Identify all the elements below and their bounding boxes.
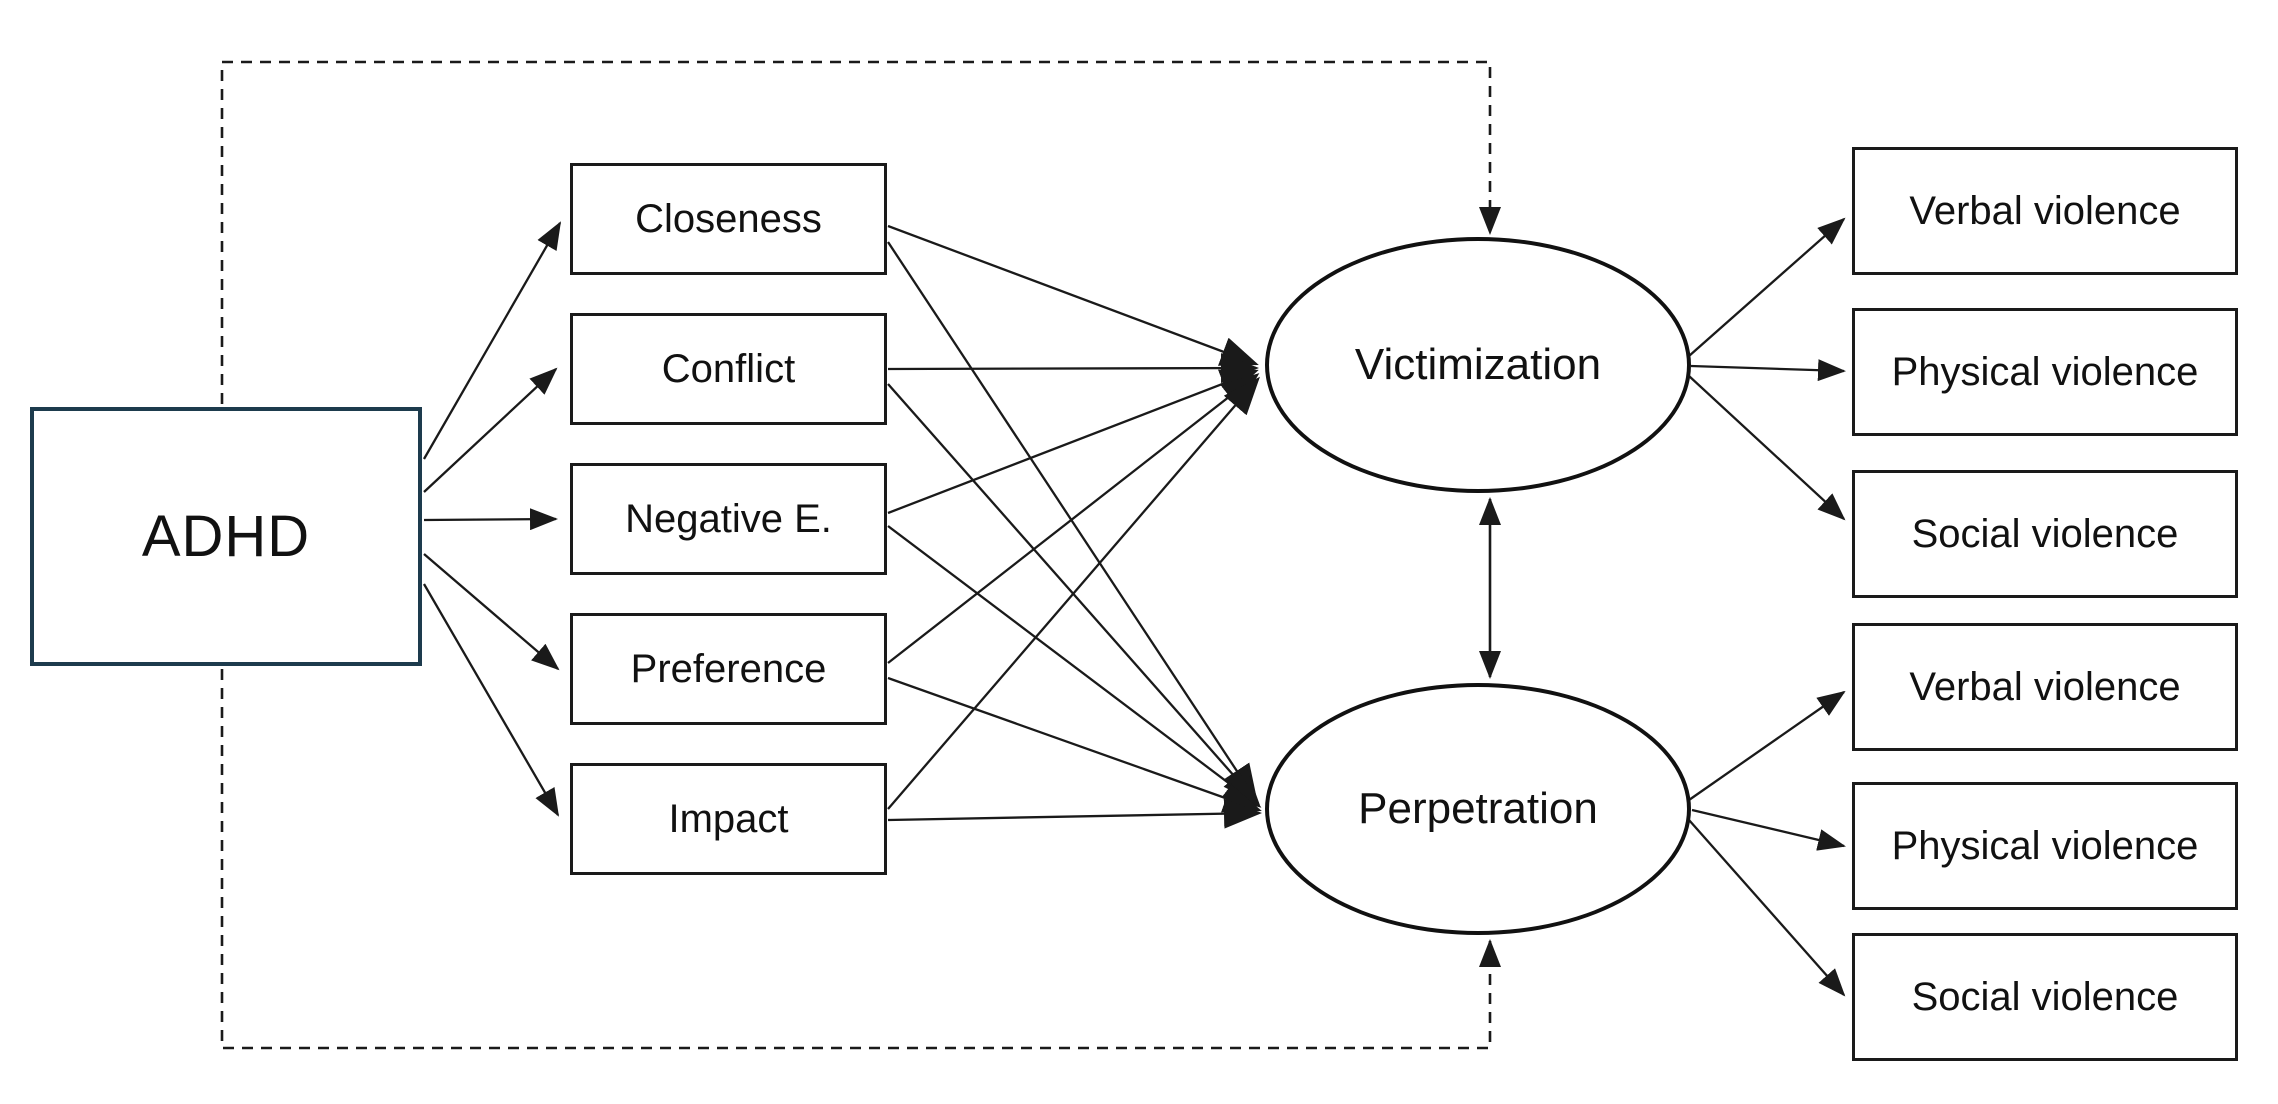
edge-adhd-victimization-direct (220, 60, 1501, 404)
victimization-label: Victimization (1354, 340, 1602, 389)
edge-adhd-perpetration-direct (220, 669, 1501, 1050)
edge-adhd-negative-e (423, 508, 558, 531)
edge-victimization-verbal (1688, 217, 1846, 357)
verbal-violence-2-label: Verbal violence (1909, 664, 2181, 709)
physical-violence-1-label: Physical violence (1891, 349, 2199, 394)
social-violence-1-label: Social violence (1911, 511, 2179, 556)
edge-perpetration-verbal (1688, 690, 1846, 801)
edge-negative-e-victimization (887, 369, 1259, 515)
mediator-box-closeness: Closeness (570, 163, 887, 275)
edge-adhd-impact (423, 583, 560, 817)
outcome-box-physical-violence-2: Physical violence (1852, 782, 2238, 910)
mediator-box-impact: Impact (570, 763, 887, 875)
outcome-box-social-violence-2: Social violence (1852, 933, 2238, 1061)
outcome-box-social-violence-1: Social violence (1852, 470, 2238, 598)
social-violence-2-label: Social violence (1911, 974, 2179, 1019)
outcome-box-verbal-violence-2: Verbal violence (1852, 623, 2238, 751)
edge-perpetration-social (1688, 819, 1846, 997)
edge-victimization-physical (1690, 359, 1846, 382)
adhd-box: ADHD (30, 407, 422, 666)
edge-perpetration-physical (1691, 808, 1846, 851)
edge-adhd-conflict (423, 367, 558, 493)
mediator-box-preference: Preference (570, 613, 887, 725)
edge-impact-perpetration (887, 798, 1262, 829)
edge-adhd-closeness (423, 221, 561, 460)
mediator-box-negative-e: Negative E. (570, 463, 887, 575)
closeness-label: Closeness (635, 196, 822, 241)
impact-label: Impact (668, 796, 789, 841)
edge-conflict-victimization (887, 353, 1259, 384)
edge-negative-e-perpetration (887, 525, 1262, 808)
latent-ellipse-perpetration: Perpetration (1265, 683, 1691, 935)
edge-impact-victimization (887, 376, 1260, 810)
adhd-label: ADHD (141, 504, 311, 569)
edge-victimization-social (1688, 375, 1846, 521)
preference-label: Preference (630, 646, 827, 691)
edge-preference-victimization (887, 373, 1260, 664)
edge-adhd-preference (423, 553, 560, 671)
latent-ellipse-victimization: Victimization (1265, 237, 1691, 493)
negative-e-label: Negative E. (625, 496, 832, 541)
edge-closeness-victimization (887, 224, 1259, 366)
conflict-label: Conflict (661, 346, 796, 391)
outcome-box-verbal-violence-1: Verbal violence (1852, 147, 2238, 275)
edge-preference-perpetration (887, 676, 1262, 813)
verbal-violence-1-label: Verbal violence (1909, 188, 2181, 233)
outcome-box-physical-violence-1: Physical violence (1852, 308, 2238, 436)
perpetration-label: Perpetration (1358, 784, 1598, 833)
edge-closeness-perpetration (887, 241, 1258, 803)
mediator-box-conflict: Conflict (570, 313, 887, 425)
physical-violence-2-label: Physical violence (1891, 823, 2199, 868)
